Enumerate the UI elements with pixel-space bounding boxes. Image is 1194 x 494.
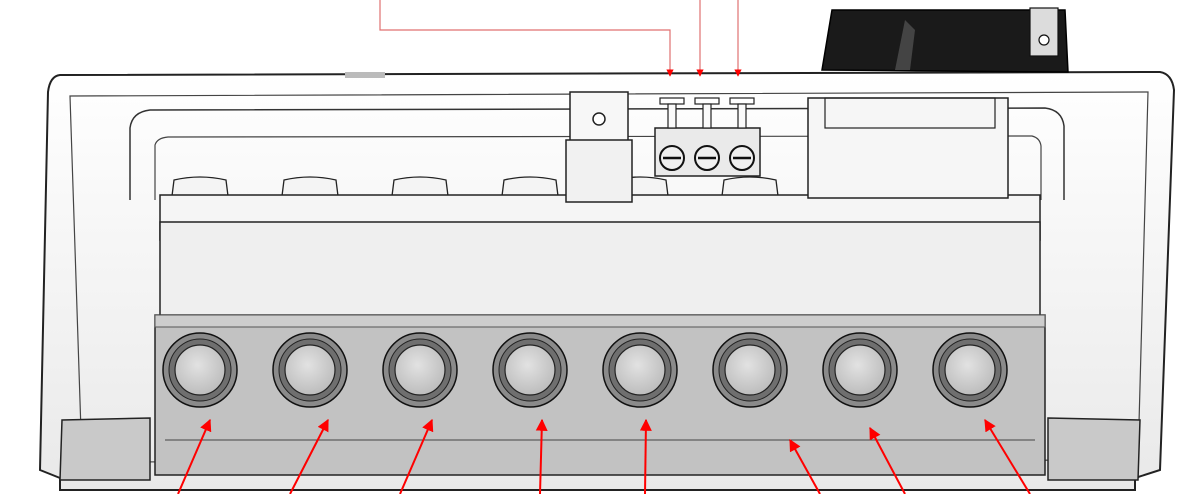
earth-tab-hole [592,112,606,126]
gland-callout-arrow [789,438,821,494]
cable-gland-icon [602,332,678,408]
gland-callouts [177,418,1031,494]
right-module [807,97,1009,199]
screw-stem [667,103,677,129]
terminal-body [154,194,1046,476]
cable-gland-icon [492,332,568,408]
gland-insert [614,344,666,396]
gland-insert [174,344,226,396]
earth-tab-base [565,139,633,203]
screw-cap [659,97,685,105]
clamp-block [171,176,229,197]
gland-callout-arrow [399,418,434,494]
gland-insert [834,344,886,396]
connector-latch [895,20,915,70]
terminal-screw-row [659,97,755,171]
gland-insert [394,344,446,396]
clamp-block [391,176,449,197]
connector-clip-hole [1038,34,1050,46]
clamp-block [721,176,779,197]
gland-callout-arrow [869,426,906,494]
clamp-block [501,176,559,197]
gland-callout-arrow [289,418,329,494]
screw-stem [737,103,747,129]
gland-callout-arrow [535,418,548,494]
terminal-screw-icon [729,97,755,171]
screw-cap [729,97,755,105]
cable-gland-icon [932,332,1008,408]
cable-gland-icon [382,332,458,408]
connector-clip [1029,7,1059,57]
gland-callout-arrow [984,418,1031,494]
gland-insert [944,344,996,396]
terminal-body-middle [159,221,1041,318]
side-feet [59,417,1141,481]
right-foot [1047,417,1141,481]
gland-insert [724,344,776,396]
housing-top-tab [345,72,385,78]
gland-insert [504,344,556,396]
cable-gland-row [162,332,1008,408]
gland-callout-arrow [177,418,212,494]
connector-body [821,9,1069,73]
top-callouts [379,0,742,77]
right-module-top [824,97,996,129]
cable-gland-icon [712,332,788,408]
callout-line-1 [379,0,674,77]
left-foot [59,417,151,481]
top-terminal-block [565,91,1009,203]
cable-gland-icon [822,332,898,408]
clamp-block [281,176,339,197]
screw-stem [702,103,712,129]
cable-gland-icon [272,332,348,408]
gland-callout-arrow [639,418,652,494]
cable-gland-icon [162,332,238,408]
terminal-panel-strip [154,314,1046,328]
terminal-screw-icon [694,97,720,171]
terminal-screw-icon [659,97,685,171]
connector-icon [821,7,1069,73]
screw-cap [694,97,720,105]
gland-insert [284,344,336,396]
